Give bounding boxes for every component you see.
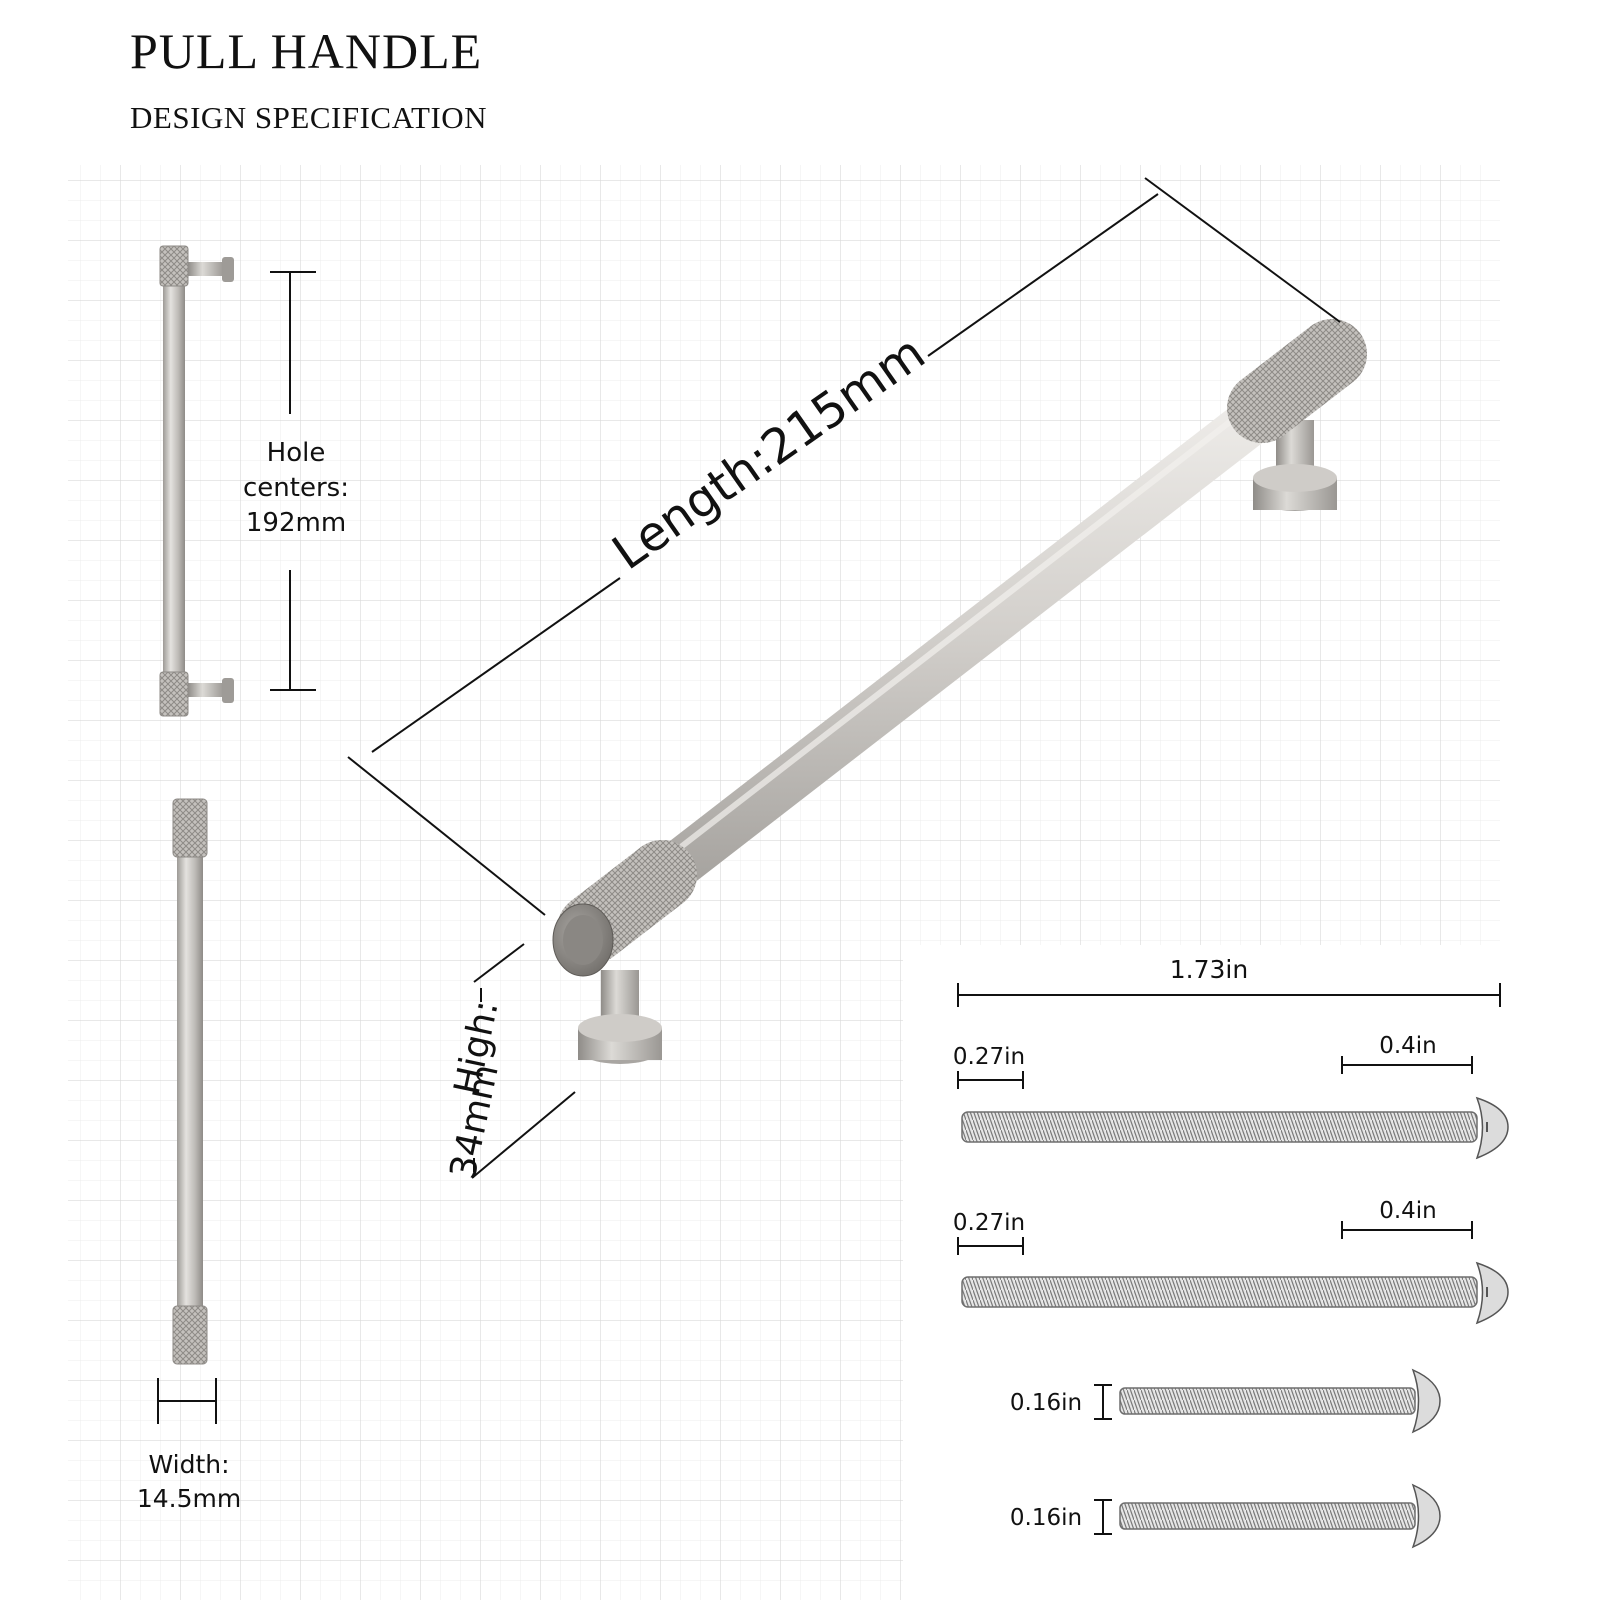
perspective-handle <box>552 319 1367 1064</box>
short-screw-1 <box>1119 1368 1441 1434</box>
short-screw-2-dimension <box>1094 1499 1112 1535</box>
long-screw-1-left-dim: 0.27in <box>953 1044 1025 1070</box>
long-screw-2-dimensions <box>957 1221 1473 1255</box>
page-subtitle: DESIGN SPECIFICATION <box>130 100 488 135</box>
hole-centers-label-line3: 192mm <box>246 508 346 538</box>
long-screw-1-right-dim: 0.4in <box>1379 1033 1437 1059</box>
long-screw-2 <box>961 1261 1509 1325</box>
long-screw-2-right-dim: 0.4in <box>1379 1198 1437 1224</box>
short-screw-1-dimension <box>1094 1384 1112 1420</box>
hole-centers-label-line1: Hole <box>267 438 326 468</box>
short-screw-2 <box>1119 1483 1441 1549</box>
long-screw-1-dimensions <box>957 1056 1473 1089</box>
hole-centers-dimension <box>270 271 316 691</box>
width-label-line2: 14.5mm <box>137 1484 241 1513</box>
width-dimension <box>157 1378 217 1424</box>
width-label-line1: Width: <box>148 1450 229 1479</box>
grid-background-top <box>68 165 1500 945</box>
short-screw-2-dim: 0.16in <box>1010 1505 1082 1531</box>
side-view-handle <box>159 245 234 717</box>
short-screw-1-dim: 0.16in <box>1010 1390 1082 1416</box>
hole-centers-label-line2: centers: <box>243 473 349 503</box>
overall-length-label: 1.73in <box>1170 955 1248 984</box>
long-screw-1 <box>961 1096 1509 1160</box>
long-screw-2-left-dim: 0.27in <box>953 1210 1025 1236</box>
overall-length-dimension <box>957 983 1501 1007</box>
grid-background-bottom <box>68 945 903 1600</box>
length-dimension <box>347 177 1341 916</box>
front-view-handle <box>172 798 208 1365</box>
page-title: PULL HANDLE <box>130 23 483 79</box>
high-dimension <box>471 943 576 1179</box>
